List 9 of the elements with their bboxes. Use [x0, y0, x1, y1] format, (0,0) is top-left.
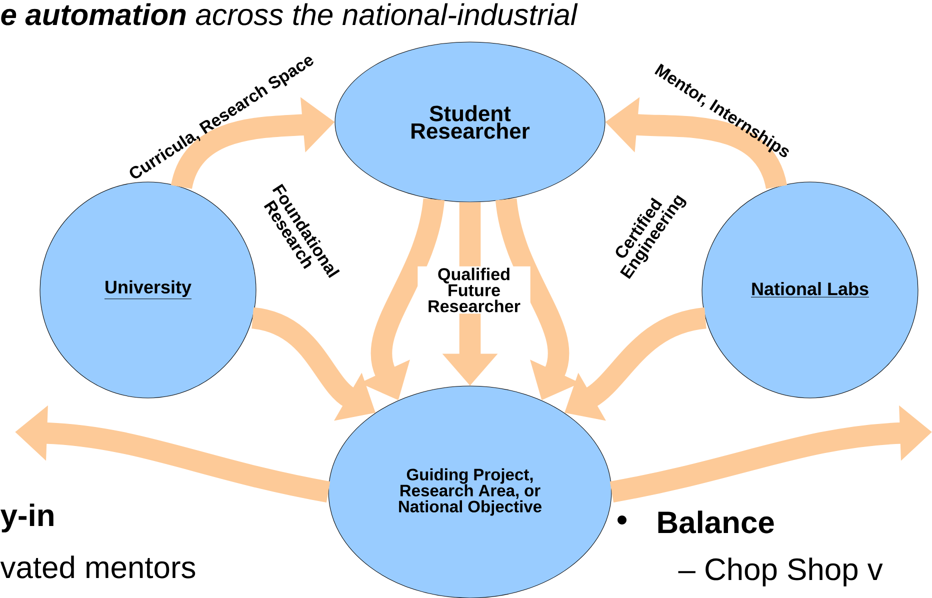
bullet-text: vated mentors: [0, 556, 196, 578]
bullet-heading: Balance: [658, 510, 774, 534]
circle-node: National Labs: [702, 182, 918, 398]
edge-label: Qualified Future Researcher: [418, 266, 530, 314]
bullet-text: – Chop Shop v: [678, 558, 883, 586]
bullet-heading: y-in: [0, 504, 54, 532]
ellipse-node: Student Researcher: [334, 42, 606, 202]
circle-node: Guiding Project, Research Area, or National Objective: [328, 386, 612, 598]
circle-node: University: [40, 182, 256, 398]
